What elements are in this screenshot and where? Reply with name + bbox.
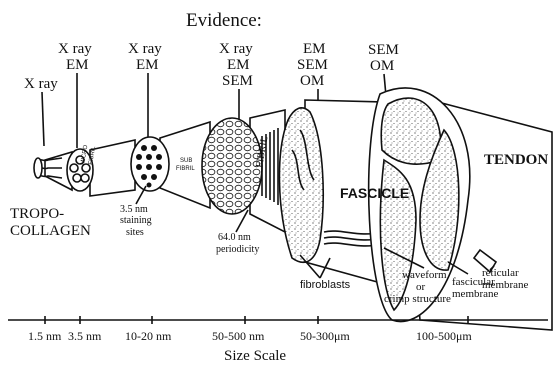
annot-wave-2: or	[416, 281, 426, 293]
annot-staining-2: staining	[120, 215, 152, 226]
evidence-fibril-1: X ray	[219, 41, 253, 57]
label-sub-1: SUB	[180, 158, 192, 164]
evidence-fibril-2: EM	[227, 57, 250, 73]
evidence-fibril-3: SEM	[222, 73, 253, 89]
subfibril-icon	[131, 137, 169, 191]
scale-tick-3: 10-20 nm	[125, 329, 172, 343]
evidence-tropocollagen: X ray	[24, 76, 58, 92]
evidence-tendon-1: SEM	[368, 42, 399, 58]
evidence-fascicle-2: SEM	[297, 57, 328, 73]
annot-staining-1: 3.5 nm	[120, 204, 148, 215]
annot-wave-1: waveform	[402, 269, 447, 281]
label-tendon: TENDON	[484, 152, 548, 168]
scale-tick-6: 100-500μm	[416, 329, 472, 343]
scale-tick-2: 3.5 nm	[68, 329, 102, 343]
evidence-subfibril-2: EM	[136, 57, 159, 73]
annot-fibroblasts: fibroblasts	[300, 279, 351, 291]
label-tropo-2: COLLAGEN	[10, 223, 91, 239]
scale-tick-4: 50-500 nm	[212, 329, 265, 343]
evidence-fascicle-1: EM	[303, 41, 326, 57]
annot-wave-3: crimp structure	[384, 293, 451, 305]
annot-ret-mem-2: membrane	[482, 279, 529, 291]
scale-label: Size Scale	[224, 348, 286, 364]
annot-staining-3: sites	[126, 227, 144, 238]
evidence-tendon-2: OM	[370, 58, 394, 74]
evidence-microfibril-2: EM	[66, 57, 89, 73]
evidence-microfibril-1: X ray	[58, 41, 92, 57]
evidence-subfibril-1: X ray	[128, 41, 162, 57]
evidence-fascicle-3: OM	[300, 73, 324, 89]
annot-period-2: periodicity	[216, 244, 259, 255]
evidence-labels: X ray X ray EM X ray EM X ray EM SEM EM …	[24, 41, 399, 92]
evidence-title: Evidence:	[186, 10, 262, 31]
scale-tick-1: 1.5 nm	[28, 329, 62, 343]
scale-tick-5: 50-300μm	[300, 329, 350, 343]
label-sub-2: FIBRIL	[176, 166, 195, 172]
annot-period-1: 64.0 nm	[218, 232, 251, 243]
label-tropo-1: TROPO-	[10, 206, 64, 222]
label-fascicle: FASCICLE	[340, 185, 409, 201]
annot-ret-mem-1: reticular	[482, 267, 519, 279]
